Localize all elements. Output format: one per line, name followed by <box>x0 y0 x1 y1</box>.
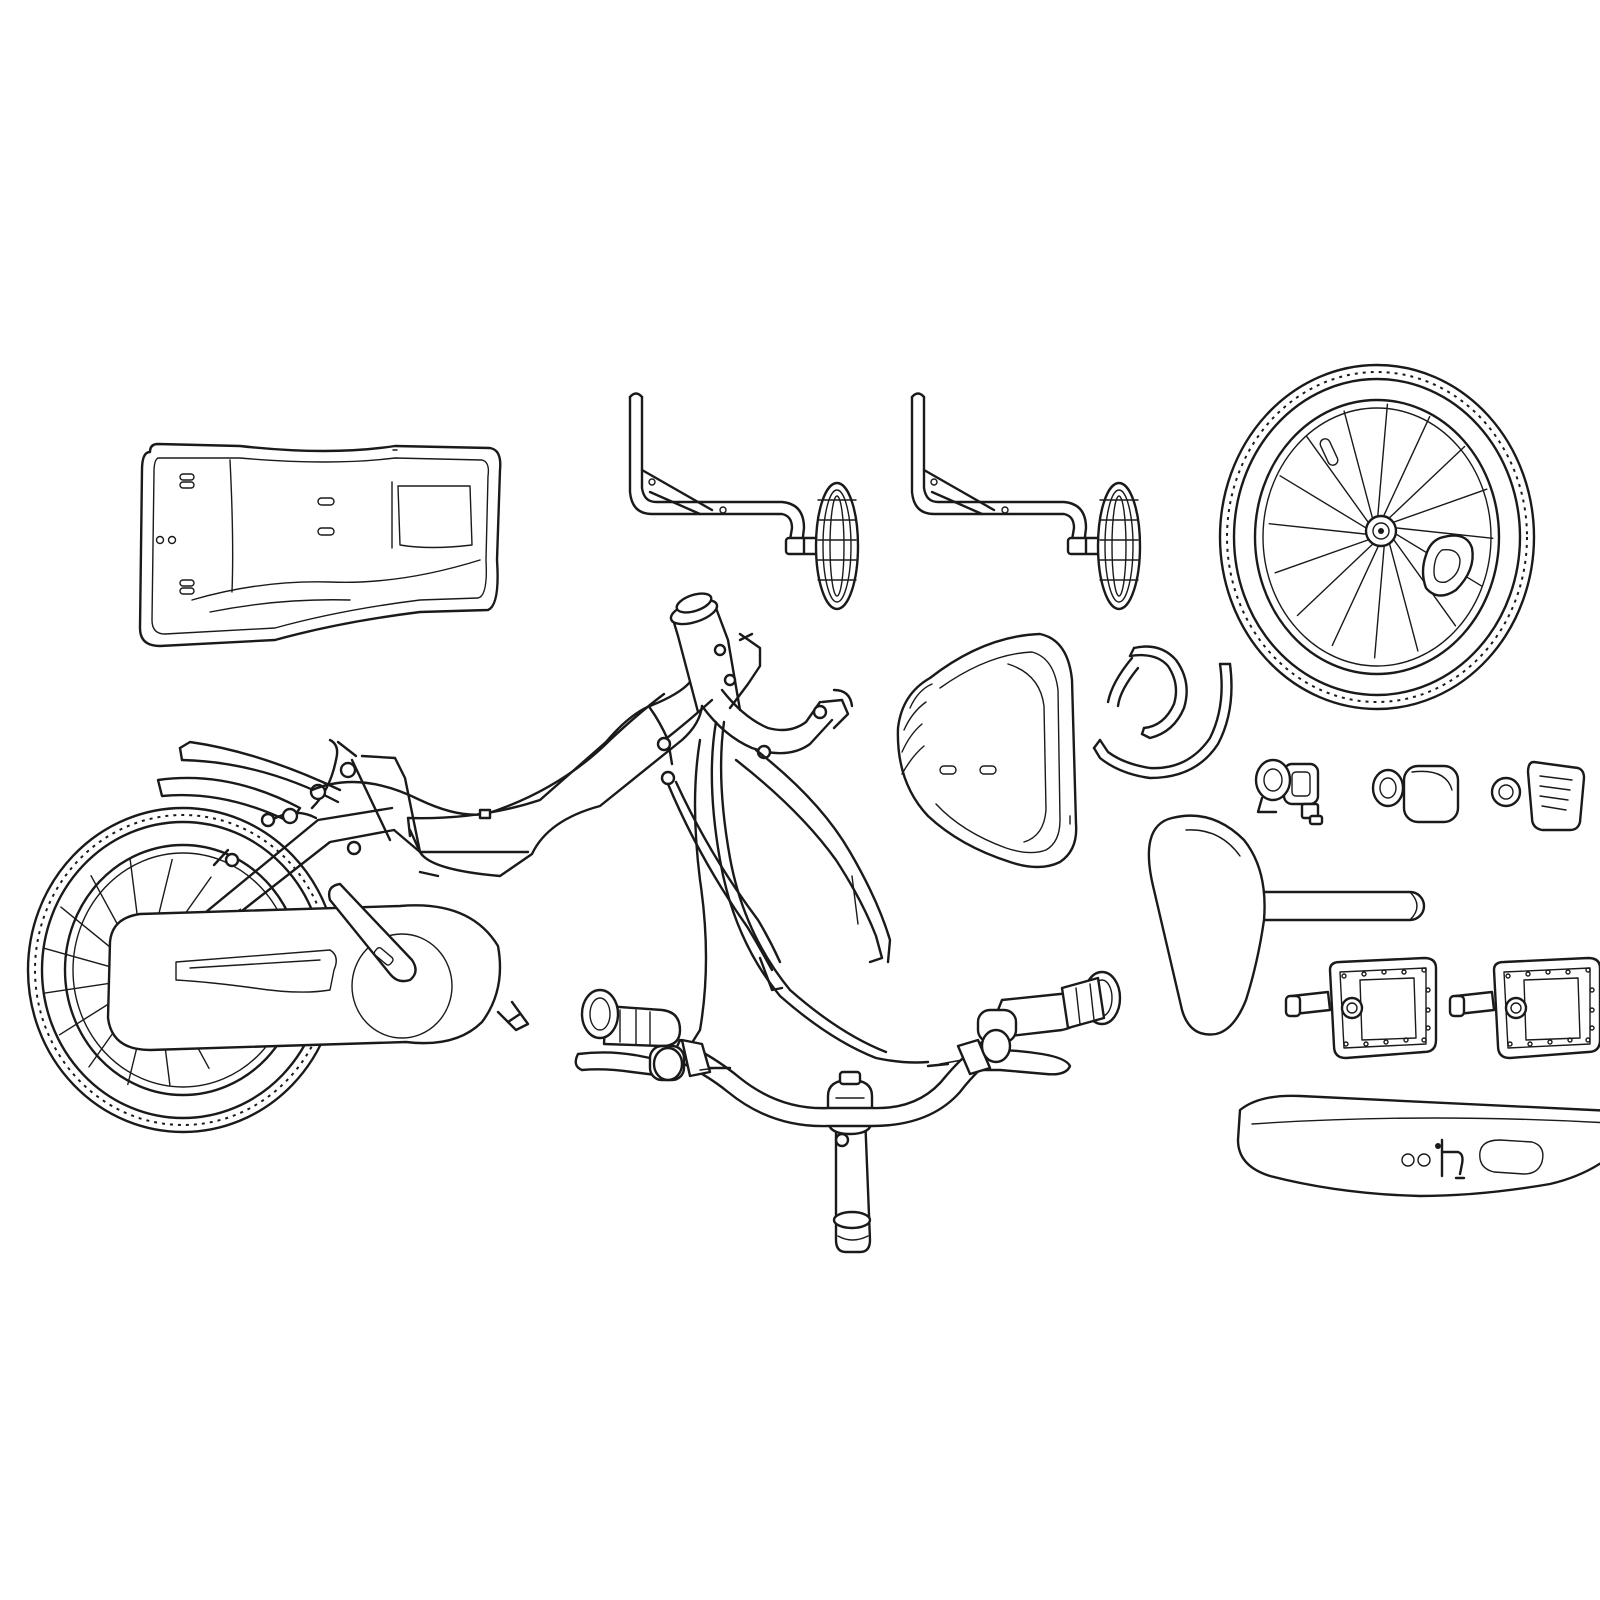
spoke <box>1389 488 1488 525</box>
mudguard-icon <box>896 632 1078 869</box>
bike-frame-icon <box>26 592 930 1134</box>
mudguard-icon <box>1236 1094 1600 1198</box>
spoke <box>1331 542 1381 647</box>
spoke <box>1268 523 1371 536</box>
spoke <box>1373 541 1386 659</box>
reflector-icon <box>1490 760 1586 832</box>
spoke <box>1387 539 1419 652</box>
reflector-icon <box>1371 764 1460 824</box>
chainguard-cover-icon <box>138 442 502 648</box>
pedal-icon <box>1284 956 1438 1060</box>
spoke <box>1381 415 1431 520</box>
training-wheel-icon <box>910 392 1142 611</box>
saddle-icon <box>1147 814 1426 1036</box>
spoke <box>1385 445 1466 522</box>
cable-tube-icon <box>1092 645 1233 780</box>
training-wheel-icon <box>628 392 860 611</box>
spoke <box>1391 526 1494 539</box>
front-wheel-icon <box>1218 363 1536 711</box>
bell-icon <box>1254 758 1324 826</box>
spoke <box>1296 540 1377 617</box>
handlebar-icon <box>574 970 1122 1254</box>
spoke <box>1279 475 1370 531</box>
spoke <box>1274 537 1373 574</box>
spoke <box>1343 410 1375 523</box>
pedal-icon <box>1448 956 1600 1060</box>
spoke <box>1376 403 1389 521</box>
spoke <box>1305 435 1372 526</box>
